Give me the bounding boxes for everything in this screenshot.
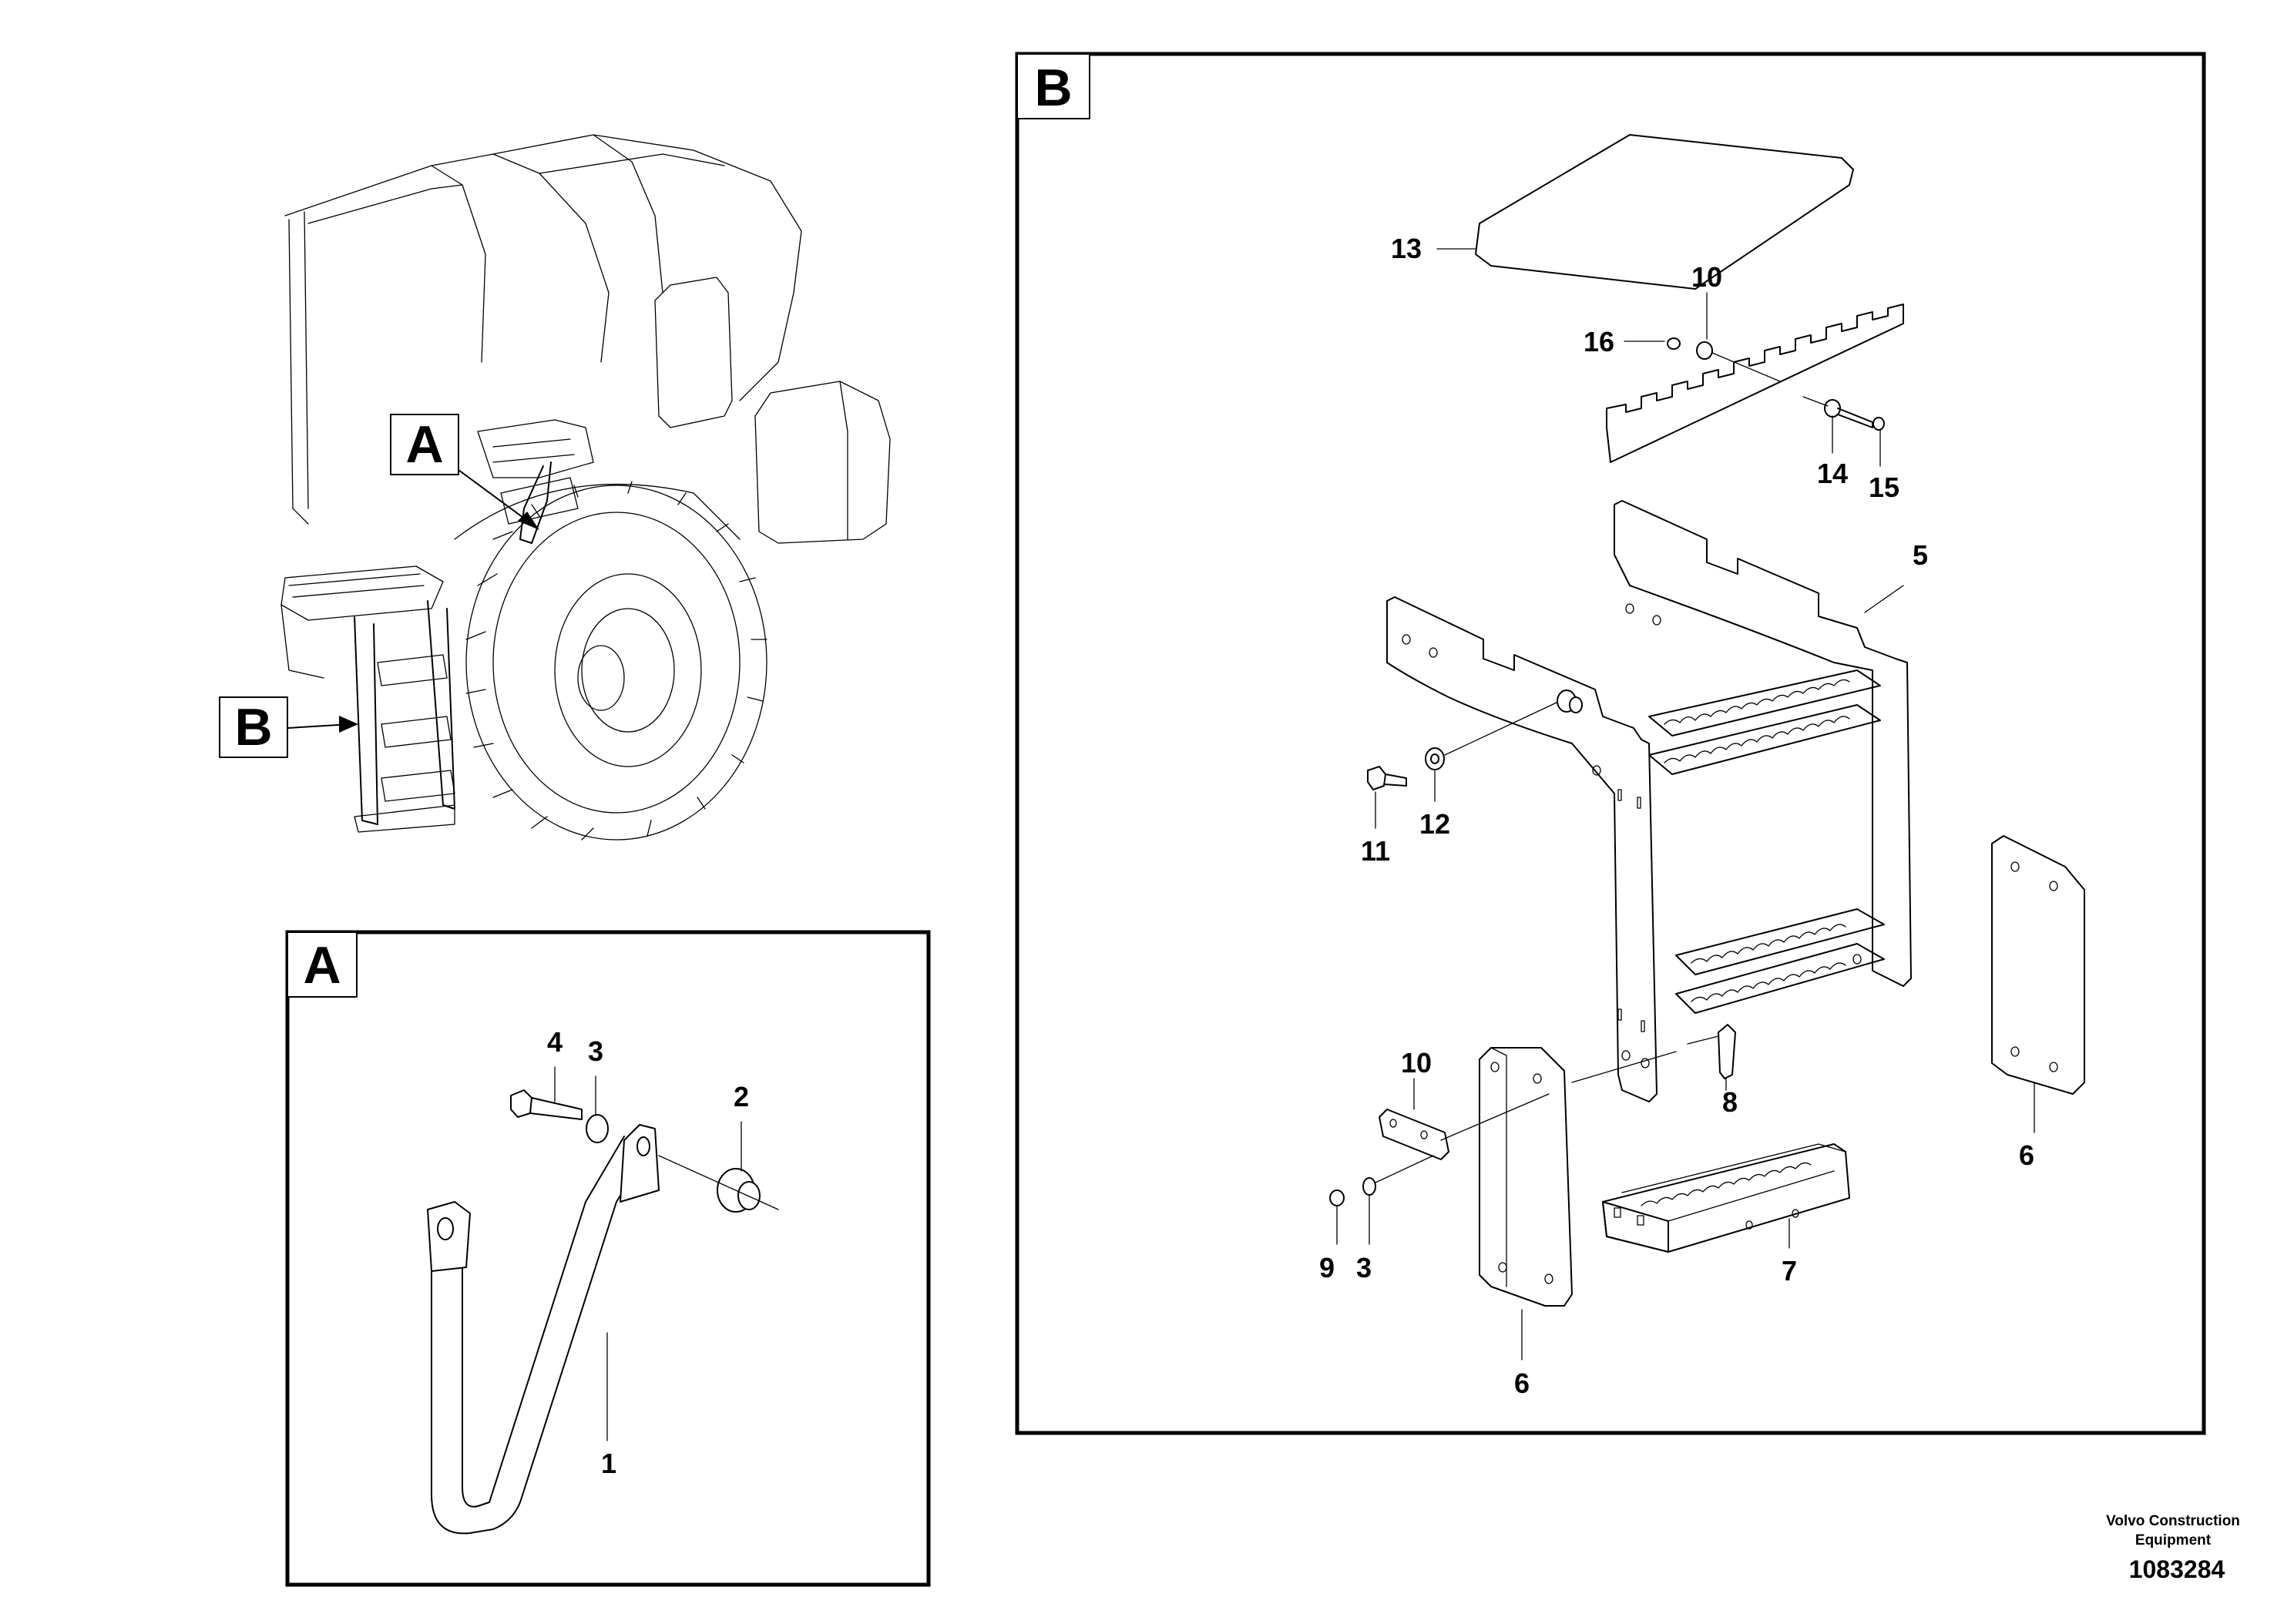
footer-block: Volvo Construction Equipment 1083284 [2106, 1513, 2240, 1583]
washer-part [586, 1114, 609, 1143]
handrail-part [427, 1124, 660, 1535]
rear-tire-illustration [465, 481, 767, 841]
footer-company-line1: Volvo Construction [2106, 1513, 2240, 1529]
callout-b-overview: B [219, 696, 358, 758]
label-part-16: 16 [1584, 326, 1614, 357]
label-part-10-upper: 10 [1691, 261, 1722, 293]
machine-overview-illustration: A B [219, 134, 891, 841]
detail-a-title: A [303, 936, 341, 995]
label-part-14: 14 [1817, 458, 1848, 489]
toothed-plate-part [1606, 304, 1904, 463]
label-part-12: 12 [1419, 808, 1450, 840]
label-part-6-right: 6 [2019, 1139, 2034, 1171]
detail-b-title: B [1034, 59, 1072, 117]
anti-slip-plate-part [1475, 134, 1854, 290]
plate-fasteners [1667, 337, 1885, 431]
spacer-part [717, 1168, 761, 1213]
rubber-pad-part-right [1991, 835, 2085, 1095]
detail-b-panel: B [1015, 52, 2206, 1435]
label-part-1: 1 [601, 1448, 616, 1479]
lower-step-part [1602, 1143, 1850, 1253]
label-part-3: 3 [588, 1035, 603, 1067]
label-part-7: 7 [1782, 1255, 1797, 1287]
label-part-9: 9 [1319, 1252, 1335, 1283]
label-part-6-left: 6 [1514, 1367, 1530, 1399]
footer-company-line2: Equipment [2135, 1532, 2212, 1549]
callout-a-label: A [405, 415, 443, 474]
label-part-8: 8 [1722, 1086, 1738, 1118]
label-part-4: 4 [547, 1026, 563, 1058]
bolt-part [510, 1089, 583, 1120]
label-part-11: 11 [1361, 835, 1390, 867]
label-part-5: 5 [1913, 539, 1928, 571]
frame-bolt-part [1367, 702, 1557, 790]
detail-a-panel: A 4 3 2 1 [285, 930, 931, 1587]
callout-a-overview: A [390, 414, 539, 530]
ladder-frame-part [1386, 500, 1912, 1102]
bracket-part [1329, 1051, 1677, 1206]
label-part-15: 15 [1869, 471, 1899, 503]
rubber-pad-part-left [1479, 1047, 1573, 1307]
step-bolt-part [1718, 1024, 1736, 1079]
footer-drawing-id: 1083284 [2129, 1555, 2225, 1583]
ladder-overview [280, 565, 455, 833]
label-part-13: 13 [1391, 233, 1422, 264]
label-part-10-lower: 10 [1401, 1047, 1432, 1079]
label-part-3-b: 3 [1356, 1252, 1372, 1283]
callout-b-label: B [234, 698, 272, 757]
label-part-2: 2 [734, 1081, 749, 1112]
